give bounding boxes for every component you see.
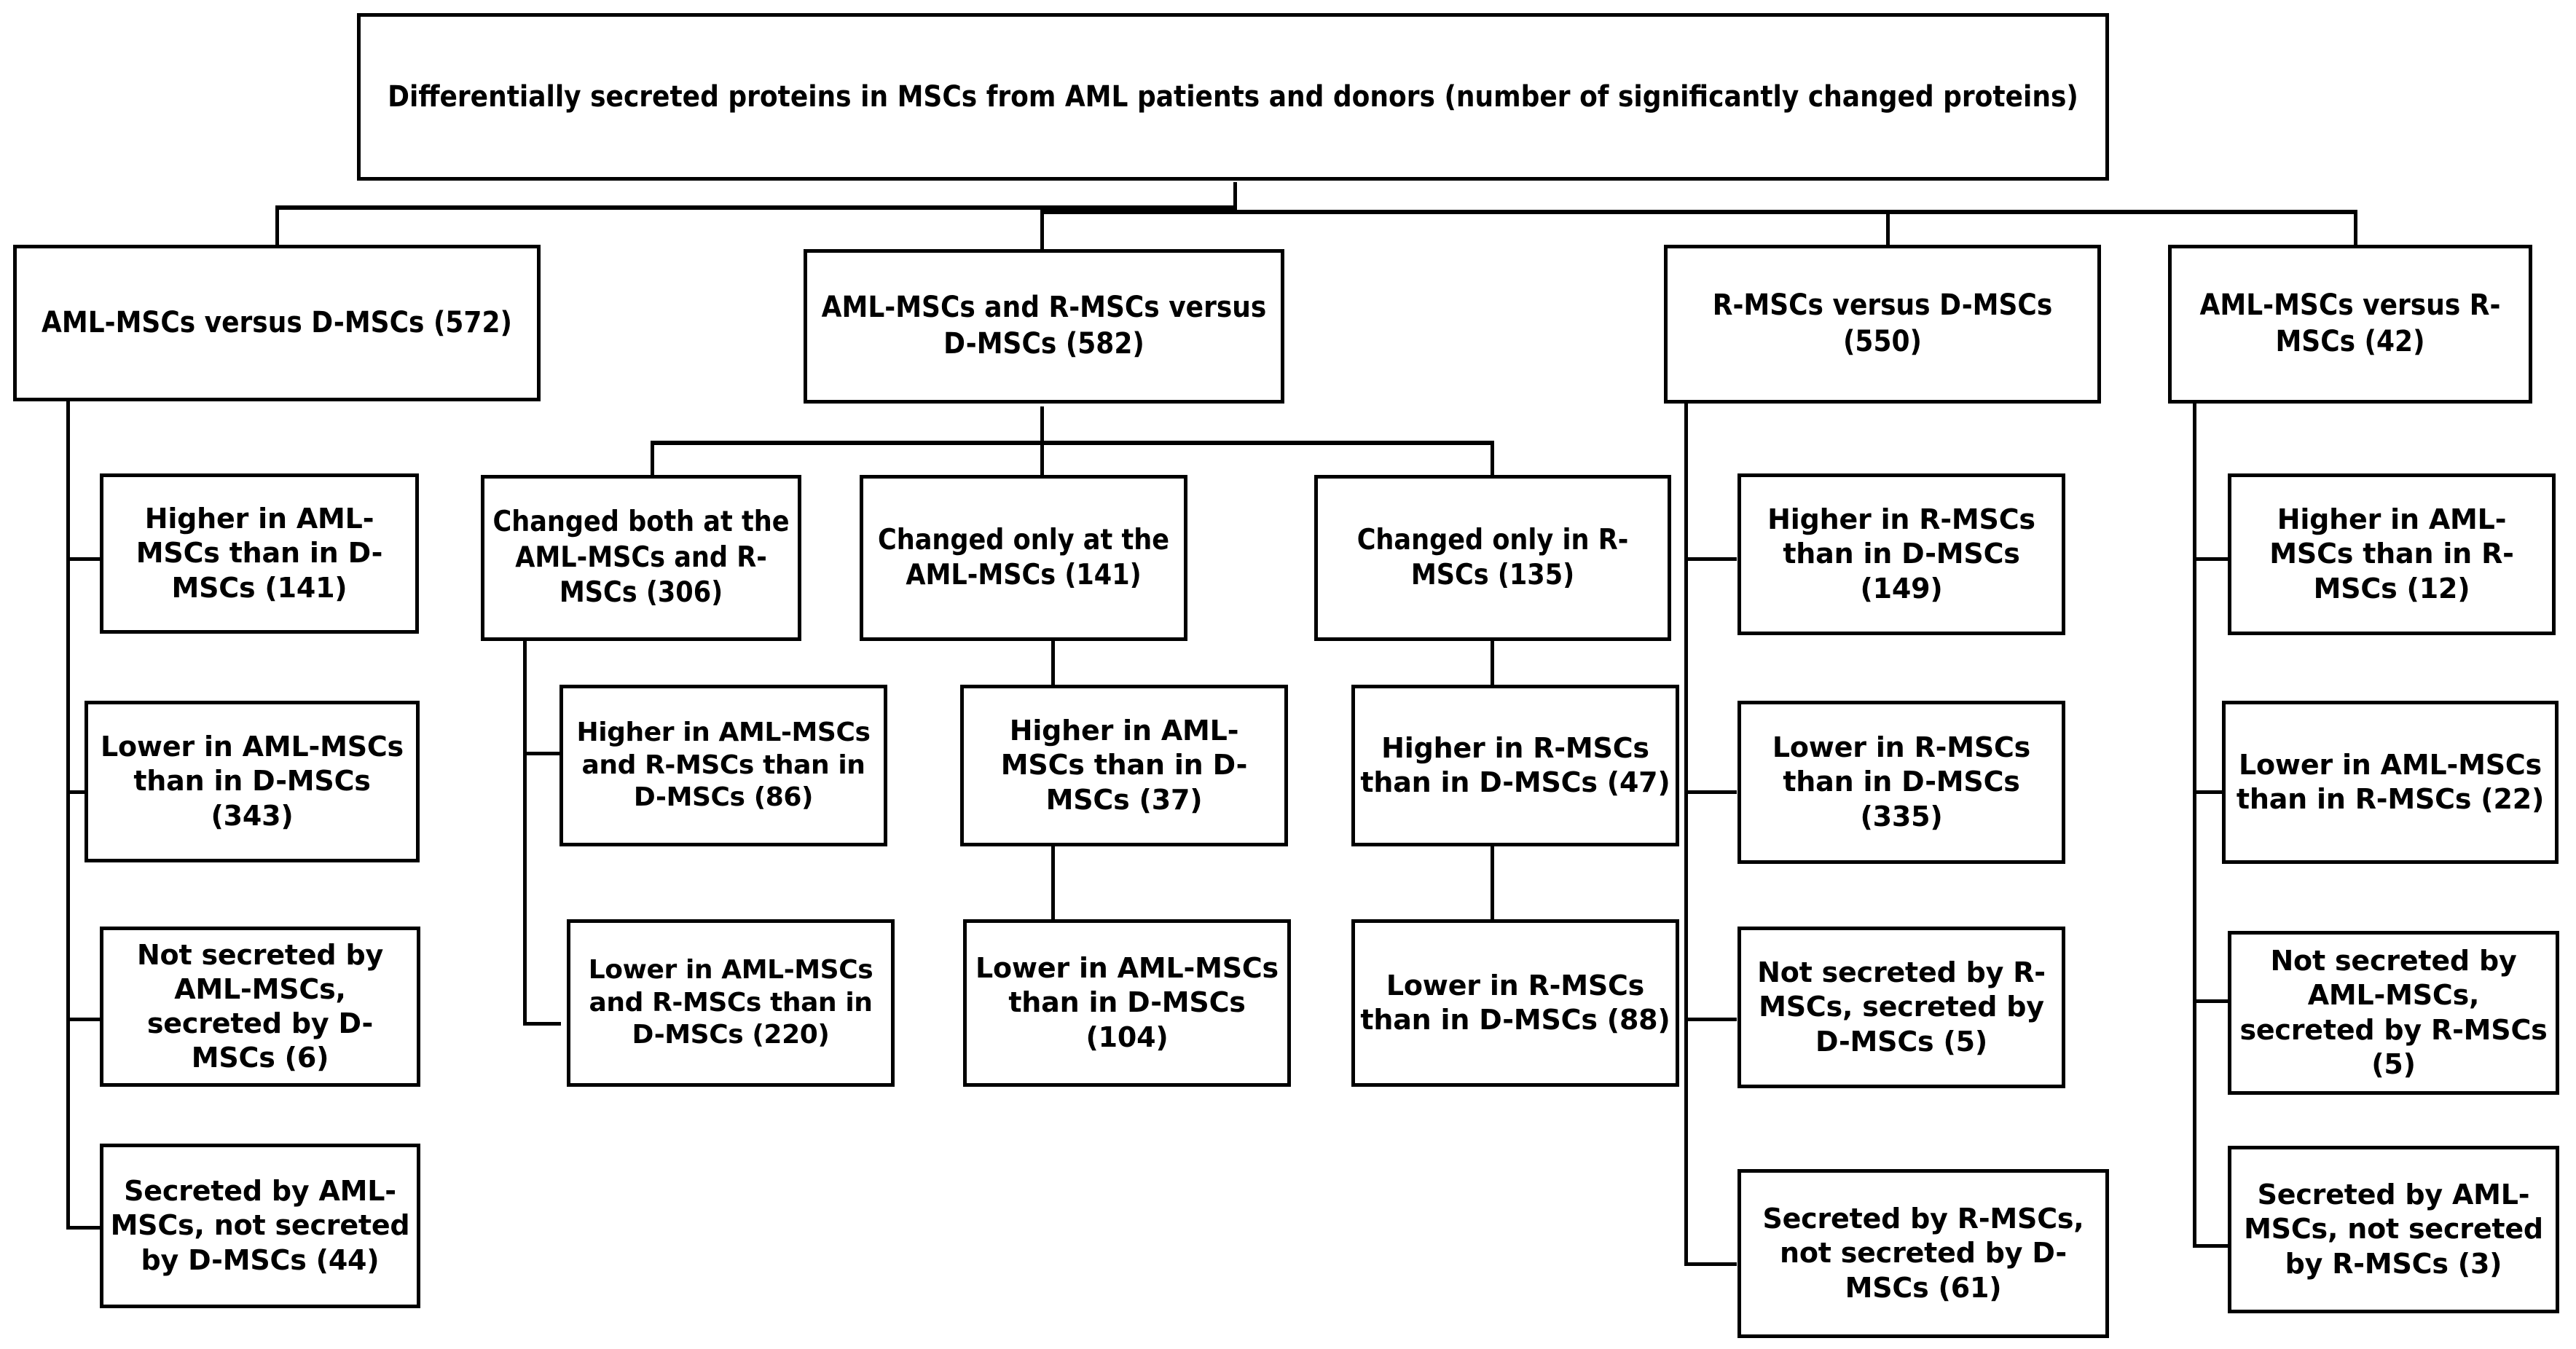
leaf-cr-lower: Lower in R-MSCs than in D-MSCs (88) [1351, 919, 1679, 1087]
node-aml-vs-d: AML-MSCs versus D-MSCs (572) [13, 245, 541, 401]
node-changed-only-aml: Changed only at the AML-MSCs (141) [860, 475, 1187, 641]
stub-cb-2 [523, 1022, 561, 1026]
stub-col3-4 [1684, 1262, 1737, 1266]
spine-col4 [2193, 399, 2196, 1248]
stub-col4-3 [2193, 999, 2228, 1003]
spine-changed-both [523, 640, 527, 1026]
connector-col2-stem [1040, 406, 1044, 443]
leaf-col1-not-secreted: Not secreted by AML-MSCs, secreted by D-… [100, 927, 420, 1087]
connector-bus-right [1040, 210, 2357, 214]
leaf-cb-higher: Higher in AML-MSCs and R-MSCs than in D-… [559, 685, 887, 846]
connector-col2-drop-c [1491, 441, 1494, 476]
connector-col2-drop-b [1040, 441, 1044, 476]
leaf-col4-not-secreted: Not secreted by AML-MSCs, secreted by R-… [2228, 931, 2559, 1095]
leaf-col3-not-secreted: Not secreted by R-MSCs, secreted by D-MS… [1737, 927, 2065, 1088]
stub-col3-1 [1684, 557, 1737, 561]
leaf-col4-higher: Higher in AML-MSCs than in R-MSCs (12) [2228, 473, 2556, 635]
node-changed-only-r: Changed only in R-MSCs (135) [1314, 475, 1671, 641]
connector-col2-drop-a [651, 441, 654, 476]
connector-drop-col4 [2354, 210, 2357, 252]
node-r-vs-d: R-MSCs versus D-MSCs (550) [1664, 245, 2101, 404]
spine-col1 [66, 399, 70, 1230]
leaf-col3-secreted: Secreted by R-MSCs, not secreted by D-MS… [1737, 1169, 2109, 1338]
leaf-col4-secreted: Secreted by AML-MSCs, not secreted by R-… [2228, 1146, 2559, 1313]
node-changed-both: Changed both at the AML-MSCs and R-MSCs … [481, 475, 801, 641]
stub-col1-3 [66, 1018, 101, 1021]
stub-col1-2 [66, 790, 87, 794]
stub-col3-3 [1684, 1018, 1737, 1021]
connector-bus-left [275, 205, 1237, 210]
leaf-ca-higher: Higher in AML-MSCs than in D-MSCs (37) [960, 685, 1288, 846]
node-aml-r-vs-d: AML-MSCs and R-MSCs versus D-MSCs (582) [804, 249, 1284, 404]
connector-drop-col1 [275, 205, 279, 246]
leaf-col3-higher: Higher in R-MSCs than in D-MSCs (149) [1737, 473, 2065, 635]
leaf-col4-lower: Lower in AML-MSCs than in R-MSCs (22) [2222, 701, 2559, 864]
leaf-ca-lower: Lower in AML-MSCs than in D-MSCs (104) [963, 919, 1291, 1087]
node-aml-vs-r: AML-MSCs versus R-MSCs (42) [2168, 245, 2532, 404]
stub-col4-4 [2193, 1244, 2228, 1248]
connector-col2-bus [651, 441, 1494, 445]
stub-col1-4 [66, 1226, 101, 1230]
stub-cb-1 [523, 752, 561, 755]
connector-drop-col3 [1886, 210, 1890, 252]
connector-root-stem [1233, 182, 1237, 208]
connector-drop-col2 [1040, 210, 1044, 252]
spine-col3 [1684, 399, 1688, 1266]
leaf-cb-lower: Lower in AML-MSCs and R-MSCs than in D-M… [567, 919, 895, 1087]
leaf-col3-lower: Lower in R-MSCs than in D-MSCs (335) [1737, 701, 2065, 864]
stub-col1-1 [66, 557, 101, 561]
stub-col3-2 [1684, 790, 1737, 794]
leaf-col1-secreted: Secreted by AML-MSCs, not secreted by D-… [100, 1144, 420, 1308]
stub-col4-2 [2193, 790, 2228, 794]
title-box: Differentially secreted proteins in MSCs… [357, 13, 2109, 181]
leaf-col1-higher: Higher in AML-MSCs than in D-MSCs (141) [100, 473, 419, 634]
leaf-cr-higher: Higher in R-MSCs than in D-MSCs (47) [1351, 685, 1679, 846]
leaf-col1-lower: Lower in AML-MSCs than in D-MSCs (343) [85, 701, 420, 862]
stub-col4-1 [2193, 557, 2228, 561]
